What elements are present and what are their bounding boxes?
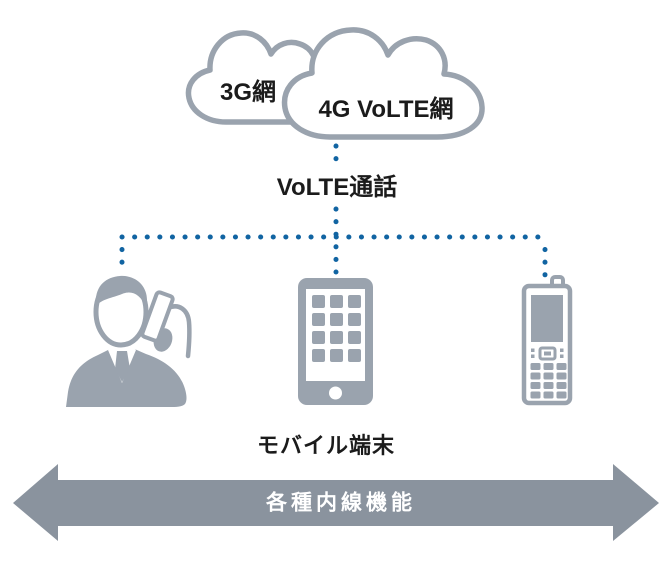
feature-phone-icon xyxy=(521,275,573,406)
volte-call-label: VoLTE通話 xyxy=(276,174,398,201)
cloud-4g-volte-icon xyxy=(281,27,485,140)
mobile-devices-caption: モバイル端末 xyxy=(256,433,396,458)
businessman-on-phone-icon xyxy=(66,275,192,407)
extension-functions-arrow xyxy=(13,464,659,541)
cloud-3g-label: 3G網 xyxy=(219,79,277,106)
cloud-4g-label: 4G VoLTE網 xyxy=(318,96,454,123)
smartphone-icon xyxy=(298,278,373,405)
extension-functions-label: 各種内線機能 xyxy=(266,491,416,515)
